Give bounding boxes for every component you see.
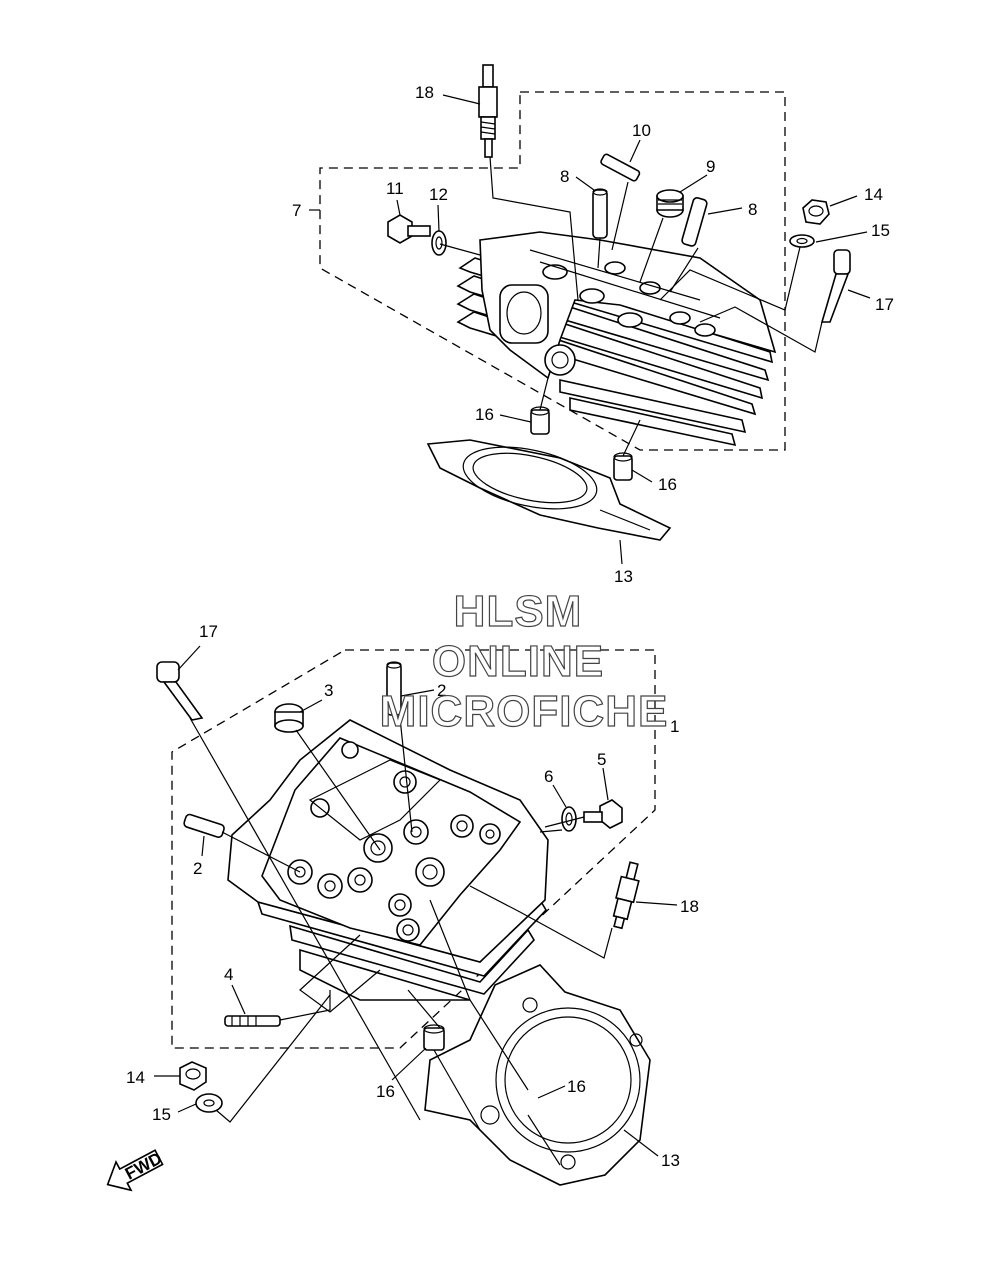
callout-11: 11	[386, 179, 404, 198]
nut-14-bottom	[179, 1061, 207, 1091]
dowel-pin-8b	[681, 197, 708, 247]
plug-3	[274, 703, 304, 733]
rear-cylinder-head-assembly	[319, 64, 851, 541]
group-boundary-7	[319, 91, 786, 451]
watermark: HLSM ONLINE MICROFICHE	[379, 586, 669, 736]
spark-plug-bottom	[612, 861, 640, 930]
washer-15-top	[789, 234, 815, 248]
callout-16-c: 16	[376, 1082, 395, 1101]
callout-18-top: 18	[415, 83, 434, 102]
fwd-label: FWD	[122, 1149, 165, 1184]
dowel-16b	[613, 452, 633, 481]
callout-16-a: 16	[475, 405, 494, 424]
bolt-11	[387, 214, 431, 244]
bolt-5	[583, 799, 623, 829]
callout-14-bottom: 14	[126, 1068, 145, 1087]
forward-arrow: FWD	[106, 1149, 165, 1192]
callout-1: 1	[670, 717, 679, 736]
callout-4: 4	[224, 965, 233, 984]
callout-14-top: 14	[864, 185, 883, 204]
callout-8-right: 8	[748, 200, 757, 219]
callout-3: 3	[324, 681, 333, 700]
dowel-pin-8a	[592, 188, 608, 239]
nut-14-top	[802, 199, 830, 225]
callout-9: 9	[706, 157, 715, 176]
callout-16-b: 16	[658, 475, 677, 494]
watermark-line-2: ONLINE	[432, 637, 604, 686]
callout-8-left: 8	[560, 167, 569, 186]
washer-15-bottom	[195, 1093, 223, 1113]
callout-16-d: 16	[567, 1077, 586, 1096]
head-gasket-13-top	[426, 439, 672, 541]
watermark-line-1: HLSM	[454, 587, 583, 636]
plug-9	[656, 189, 684, 218]
callout-labels: 18 10 9 8 8 7 11 12 14 15 17 16 16 13 17…	[126, 83, 894, 1170]
callout-6: 6	[544, 767, 553, 786]
callout-2-top: 2	[437, 681, 446, 700]
callout-15-top: 15	[871, 221, 890, 240]
watermark-line-3: MICROFICHE	[380, 687, 669, 736]
callout-13-top: 13	[614, 567, 633, 586]
dowel-16a	[530, 406, 550, 435]
callout-2-left: 2	[193, 859, 202, 878]
washer-12	[431, 230, 447, 256]
head-gasket-13-bottom	[424, 964, 651, 1186]
cylinder-head-rear	[456, 231, 777, 447]
callout-17-bottom: 17	[199, 622, 218, 641]
callout-15-bottom: 15	[152, 1105, 171, 1124]
dowel-16c	[423, 1024, 445, 1051]
callout-leaders	[154, 94, 871, 1157]
callout-12: 12	[429, 185, 448, 204]
cylinder-head-front	[227, 719, 549, 1013]
dowel-pin-2b	[183, 813, 225, 838]
callout-18-bottom: 18	[680, 897, 699, 916]
front-cylinder-head-assembly	[156, 649, 656, 1186]
callout-7: 7	[292, 201, 301, 220]
dowel-pin-2a	[386, 661, 402, 716]
bolt-17-bottom	[156, 661, 204, 721]
group-boundary-1	[171, 649, 656, 1049]
callout-5: 5	[597, 750, 606, 769]
bolt-17-top	[820, 249, 851, 323]
stud-4	[224, 1015, 281, 1027]
callout-10: 10	[632, 121, 651, 140]
callout-13-bottom: 13	[661, 1151, 680, 1170]
spark-plug-top	[478, 64, 498, 158]
callout-17-top: 17	[875, 295, 894, 314]
stud-10	[600, 153, 641, 182]
